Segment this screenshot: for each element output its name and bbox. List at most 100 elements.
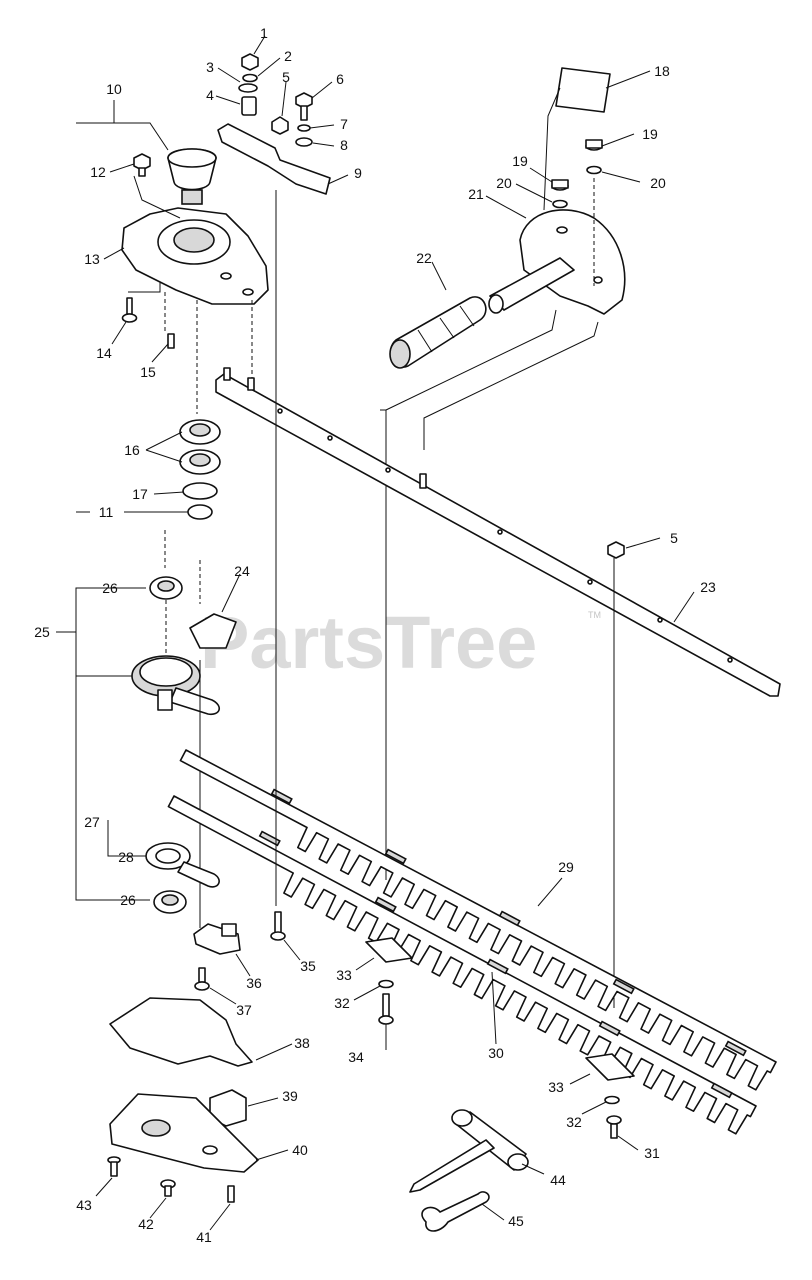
callout-27: 27 xyxy=(84,814,100,830)
callout-37: 37 xyxy=(236,1002,252,1018)
callout-4: 4 xyxy=(206,87,214,103)
part-45-wrench[interactable] xyxy=(421,1191,490,1232)
callout-28: 28 xyxy=(118,849,134,865)
callout-11: 11 xyxy=(99,504,114,520)
part-24-plate[interactable] xyxy=(189,613,237,649)
part-2-washer[interactable] xyxy=(242,73,258,83)
callout-30: 30 xyxy=(488,1045,504,1061)
part-5-nut-bar[interactable] xyxy=(607,541,625,559)
leader-lines xyxy=(56,35,695,1231)
part-30-lower-blade[interactable] xyxy=(167,795,757,1135)
part-16-bearing-lower[interactable] xyxy=(179,449,221,475)
handle-group xyxy=(385,67,626,880)
callout-17: 17 xyxy=(132,486,148,502)
part-15-pin[interactable] xyxy=(167,333,175,349)
lower-hardware-group xyxy=(193,911,635,1139)
part-12-grease-fitting[interactable] xyxy=(133,153,151,177)
callout-33-right: 33 xyxy=(548,1079,564,1095)
callout-6: 6 xyxy=(336,71,344,87)
part-4-spacer[interactable] xyxy=(241,96,257,116)
part-19-nut-right[interactable] xyxy=(585,139,603,151)
part-44-box-wrench[interactable] xyxy=(409,1109,529,1193)
callout-40: 40 xyxy=(292,1142,308,1158)
part-20-washer-left[interactable] xyxy=(552,199,568,209)
callout-41: 41 xyxy=(196,1229,212,1245)
part-23-blade-bar[interactable] xyxy=(215,367,781,697)
callout-21: 21 xyxy=(468,186,484,202)
callout-36: 36 xyxy=(246,975,262,991)
callout-43: 43 xyxy=(76,1197,92,1213)
callout-3: 3 xyxy=(206,59,214,75)
part-43-screw[interactable] xyxy=(107,1156,121,1177)
callout-20-right: 20 xyxy=(650,175,666,191)
part-33-guide-left[interactable] xyxy=(365,937,413,963)
gear-case-group xyxy=(121,148,269,414)
callout-7: 7 xyxy=(340,116,348,132)
part-38-gasket[interactable] xyxy=(109,997,253,1067)
part-22-grip[interactable] xyxy=(389,257,575,369)
callout-33-left: 33 xyxy=(336,967,352,983)
callout-39: 39 xyxy=(282,1088,298,1104)
callout-38: 38 xyxy=(294,1035,310,1051)
part-13-gear-case[interactable] xyxy=(121,207,269,305)
part-21-hand-guard[interactable] xyxy=(519,209,626,315)
part-26-bearing-upper[interactable] xyxy=(149,576,183,600)
part-36-bracket[interactable] xyxy=(193,923,241,955)
part-35-bolt[interactable] xyxy=(270,911,286,941)
part-41-screw[interactable] xyxy=(227,1185,235,1203)
callout-45: 45 xyxy=(508,1213,524,1229)
part-16-bearing-upper[interactable] xyxy=(179,419,221,445)
callout-19-left: 19 xyxy=(512,153,528,169)
hardware-group-top xyxy=(217,53,331,195)
part-8-washer[interactable] xyxy=(295,137,313,147)
callout-35: 35 xyxy=(300,958,316,974)
part-40-gear-cover[interactable] xyxy=(109,1093,259,1173)
part-14-screw[interactable] xyxy=(121,297,138,323)
part-6-bolt[interactable] xyxy=(295,92,313,121)
callout-2: 2 xyxy=(284,48,292,64)
callout-15: 15 xyxy=(140,364,156,380)
part-29-upper-blade[interactable] xyxy=(179,749,777,1091)
part-31-bolt[interactable] xyxy=(606,1115,622,1139)
callout-42: 42 xyxy=(138,1216,154,1232)
callout-labels: 1 2 3 4 5 6 7 8 9 10 11 12 13 14 15 16 1… xyxy=(34,25,716,1245)
part-20-washer-right[interactable] xyxy=(586,165,602,175)
part-9-bracket[interactable] xyxy=(217,123,331,195)
gear-assembly-group xyxy=(131,576,237,928)
part-33-guide-right[interactable] xyxy=(585,1053,635,1081)
part-32-washer-left[interactable] xyxy=(378,979,394,989)
bottom-cover-group xyxy=(107,997,259,1203)
callout-1: 1 xyxy=(260,25,268,41)
callout-16: 16 xyxy=(124,442,140,458)
part-17-snap-ring[interactable] xyxy=(182,482,218,500)
part-18-label[interactable] xyxy=(555,67,611,113)
part-28-connecting-rod[interactable] xyxy=(145,842,220,888)
blade-slots xyxy=(258,788,747,1099)
watermark-tm: TM xyxy=(588,610,601,620)
part-34-bolt[interactable] xyxy=(378,993,394,1025)
callout-5-bar: 5 xyxy=(670,530,678,546)
bearings-group xyxy=(164,419,221,604)
part-7-washer[interactable] xyxy=(297,124,311,132)
part-42-screw[interactable] xyxy=(160,1179,176,1197)
callout-32-right: 32 xyxy=(566,1114,582,1130)
watermark: PartsTree xyxy=(200,601,537,684)
part-11-seal[interactable] xyxy=(187,504,213,520)
callout-8: 8 xyxy=(340,137,348,153)
part-3-washer[interactable] xyxy=(238,83,258,93)
callout-31: 31 xyxy=(644,1145,660,1161)
callout-32-left: 32 xyxy=(334,995,350,1011)
callout-12: 12 xyxy=(90,164,106,180)
callout-20-left: 20 xyxy=(496,175,512,191)
part-10-clutch-drum[interactable] xyxy=(167,148,217,205)
callout-44: 44 xyxy=(550,1172,566,1188)
part-26-bearing-lower[interactable] xyxy=(153,890,187,914)
callout-14: 14 xyxy=(96,345,112,361)
part-37-screw[interactable] xyxy=(194,967,210,991)
part-5-nut[interactable] xyxy=(271,116,289,135)
part-1-nut[interactable] xyxy=(241,53,259,71)
part-32-washer-right[interactable] xyxy=(604,1095,620,1105)
callout-29: 29 xyxy=(558,859,574,875)
callout-26-lower: 26 xyxy=(120,892,136,908)
part-19-nut-left[interactable] xyxy=(551,179,569,191)
